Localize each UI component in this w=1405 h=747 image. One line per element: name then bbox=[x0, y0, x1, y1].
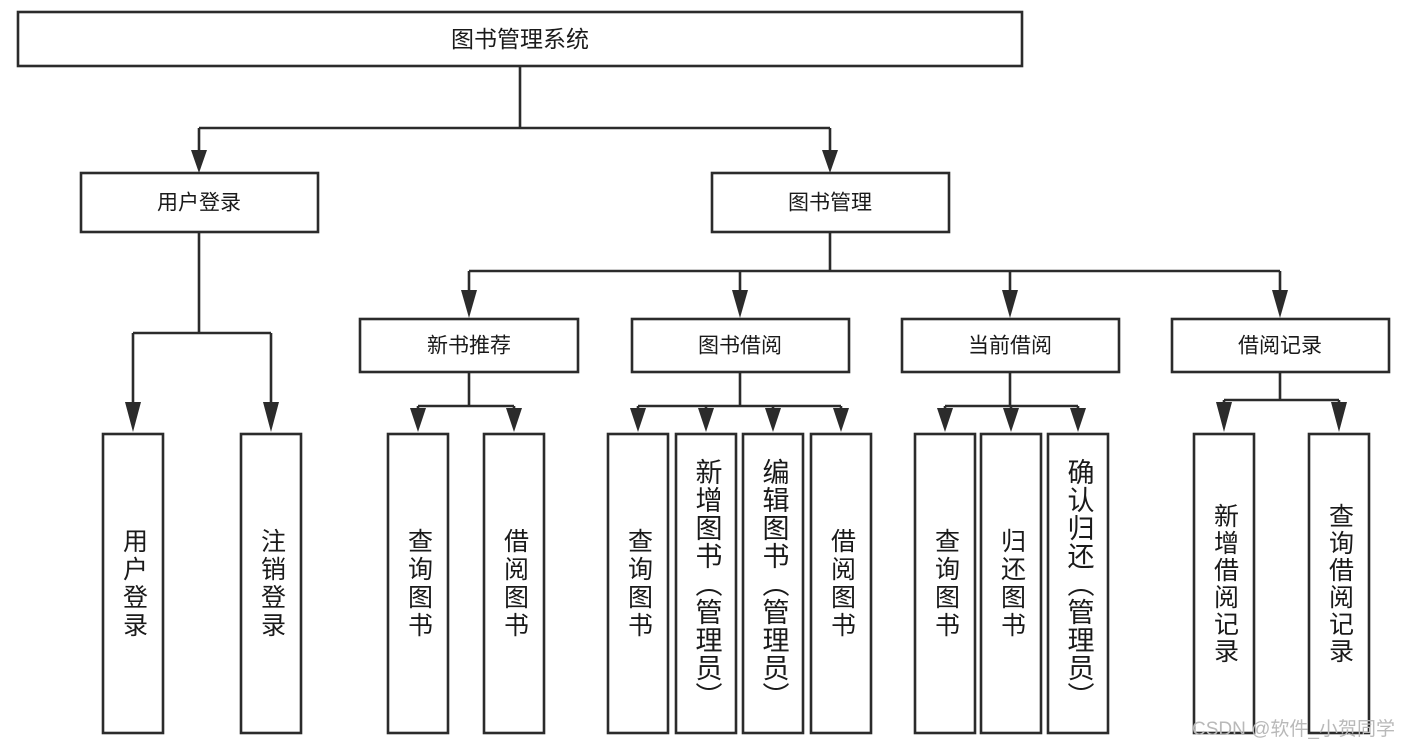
arrow-bookborrow-leaf-4 bbox=[833, 408, 849, 432]
node-box-leaf-logout[interactable] bbox=[239, 432, 303, 735]
node-box-user-login[interactable] bbox=[79, 171, 320, 234]
node-box-leaf-query-book-3[interactable] bbox=[913, 432, 977, 735]
csdn-watermark: CSDN @软件_小贺同学 bbox=[1192, 719, 1395, 740]
node-box-leaf-edit-book[interactable] bbox=[741, 432, 805, 735]
node-box-new-book-recommend[interactable] bbox=[358, 317, 580, 374]
node-box-book-borrow[interactable] bbox=[630, 317, 851, 374]
node-label-system-title: 图书管理系统 bbox=[451, 26, 589, 52]
arrow-bookmgmt-to-borrow-record bbox=[1272, 290, 1288, 318]
node-label-new-book-recommend: 新书推荐 bbox=[427, 335, 511, 358]
node-box-leaf-return-book[interactable] bbox=[979, 432, 1043, 735]
node-label-user-login: 用户登录 bbox=[157, 192, 241, 215]
node-label-borrow-record: 借阅记录 bbox=[1238, 335, 1322, 358]
node-box-current-borrow[interactable] bbox=[900, 317, 1121, 374]
node-box-system-title[interactable] bbox=[16, 10, 1024, 68]
arrow-currentborrow-leaf-2 bbox=[1003, 408, 1019, 432]
arrow-userlogin-leaf-2 bbox=[263, 402, 279, 432]
node-box-borrow-record[interactable] bbox=[1170, 317, 1391, 374]
node-box-leaf-borrow-book-2[interactable] bbox=[809, 432, 873, 735]
arrow-bookborrow-leaf-3 bbox=[765, 408, 781, 432]
node-label-book-borrow: 图书借阅 bbox=[698, 335, 782, 358]
connector-layer bbox=[125, 66, 1347, 432]
arrow-bookmgmt-to-new-book bbox=[461, 290, 477, 318]
arrow-borrowrecord-leaf-2 bbox=[1331, 402, 1347, 432]
arrow-bookmgmt-to-current-borrow bbox=[1002, 290, 1018, 318]
node-box-leaf-add-record[interactable] bbox=[1192, 432, 1256, 735]
node-box-leaf-user-login[interactable] bbox=[101, 432, 165, 735]
node-box-leaf-query-book-2[interactable] bbox=[606, 432, 670, 735]
node-layer: 图书管理系统 用户登录 图书管理 新书推荐 图书借阅 当前借阅 借阅记录 bbox=[16, 10, 1391, 735]
node-box-leaf-query-book-1[interactable] bbox=[386, 432, 450, 735]
arrow-userlogin-leaf-1 bbox=[125, 402, 141, 432]
arrow-newbook-leaf-1 bbox=[410, 408, 426, 432]
arrow-root-to-book-management bbox=[822, 150, 838, 173]
arrow-currentborrow-leaf-1 bbox=[937, 408, 953, 432]
arrow-bookborrow-leaf-2 bbox=[698, 408, 714, 432]
node-box-leaf-query-record[interactable] bbox=[1307, 432, 1371, 735]
arrow-bookmgmt-to-book-borrow bbox=[732, 290, 748, 318]
arrow-bookborrow-leaf-1 bbox=[630, 408, 646, 432]
arrow-borrowrecord-leaf-1 bbox=[1216, 402, 1232, 432]
node-box-leaf-add-book[interactable] bbox=[674, 432, 738, 735]
node-box-book-management[interactable] bbox=[710, 171, 951, 234]
arrow-currentborrow-leaf-3 bbox=[1070, 408, 1086, 432]
arrow-newbook-leaf-2 bbox=[506, 408, 522, 432]
arrow-root-to-user-login bbox=[191, 150, 207, 173]
node-label-current-borrow: 当前借阅 bbox=[968, 335, 1052, 358]
node-box-leaf-borrow-book-1[interactable] bbox=[482, 432, 546, 735]
node-label-book-management: 图书管理 bbox=[788, 192, 872, 215]
node-box-leaf-confirm-return[interactable] bbox=[1046, 432, 1110, 735]
